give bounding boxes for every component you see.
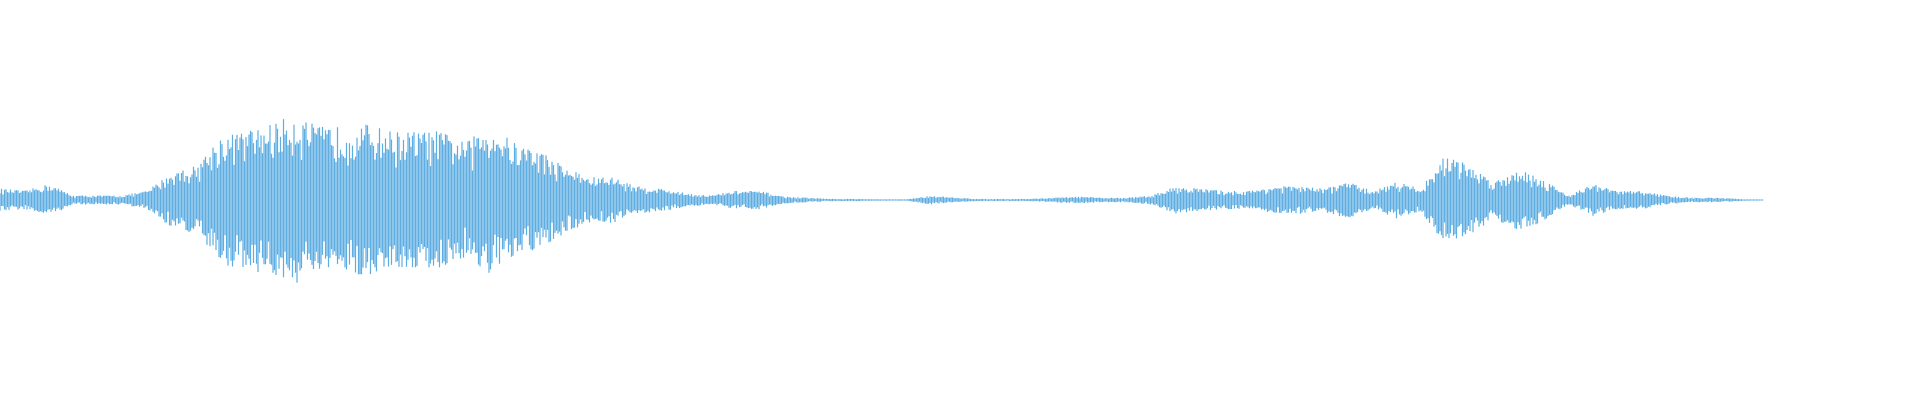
- waveform-shape: [0, 119, 1764, 283]
